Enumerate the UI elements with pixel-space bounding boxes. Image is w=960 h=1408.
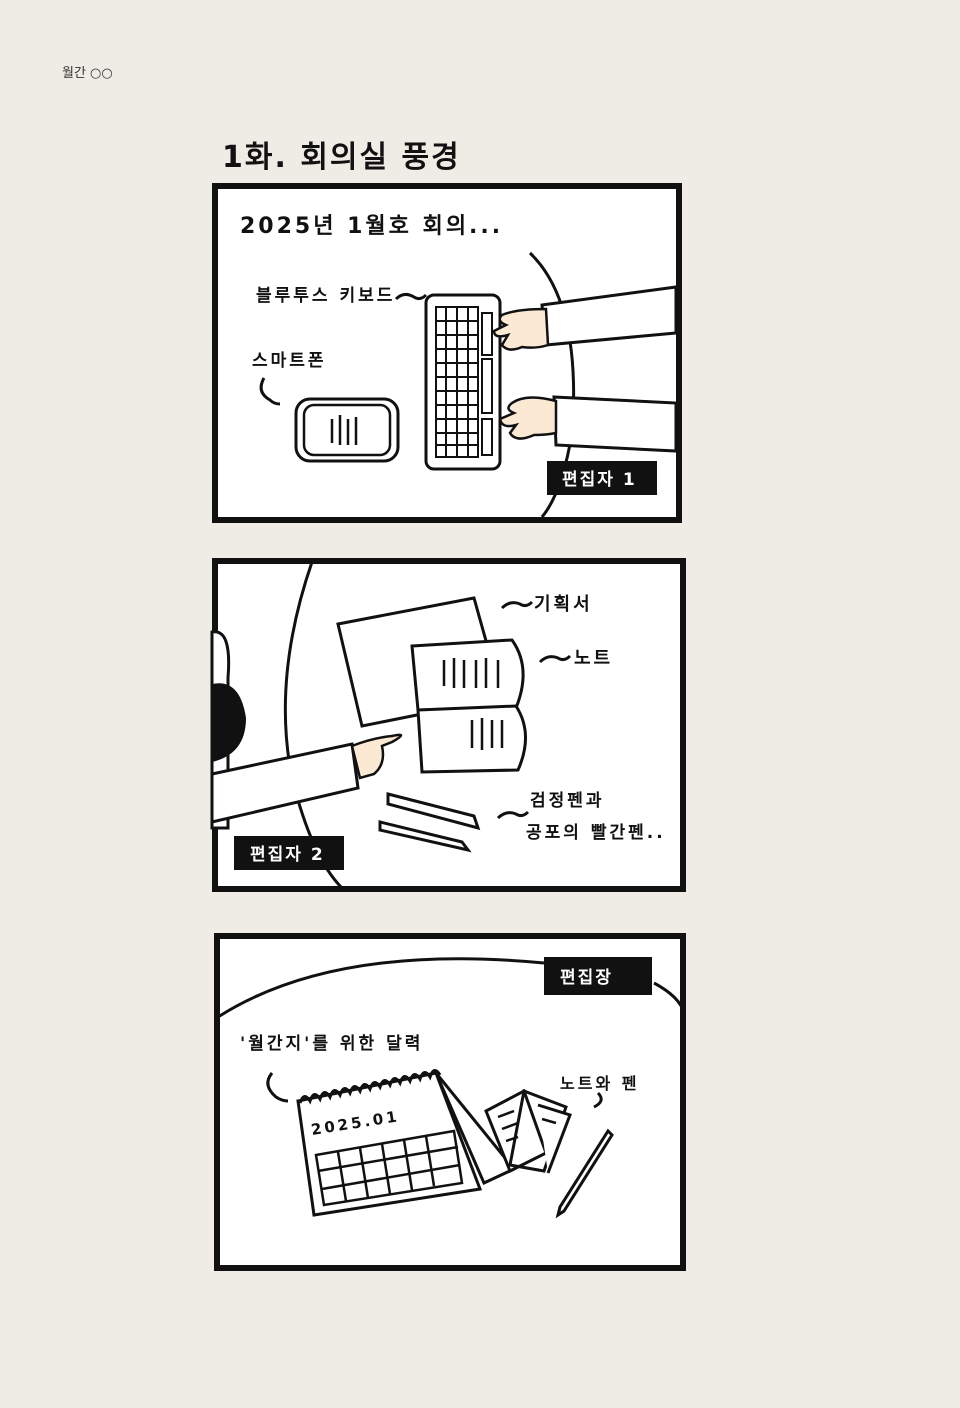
note-label: 노트 <box>574 648 613 669</box>
character-tag <box>547 461 657 495</box>
editor-2-head <box>212 683 246 762</box>
proposal-label: 기획서 <box>534 594 593 615</box>
arrow-icon <box>394 292 428 301</box>
calendar-drawing: 2025.01 <box>296 1069 517 1217</box>
arrow-icon <box>496 810 530 820</box>
arrow-icon <box>593 1091 603 1109</box>
table-edge <box>217 957 686 1019</box>
editor-1-arms <box>492 285 678 453</box>
panel-caption: 2025년 1월호 회의... <box>240 214 503 239</box>
pen-drawing <box>555 1128 614 1219</box>
keyboard-drawing <box>424 293 502 471</box>
editor-2-arm <box>210 733 403 824</box>
arrow-icon <box>266 1072 289 1103</box>
magazine-header: 월간 ○○ <box>62 66 113 81</box>
character-tag <box>544 957 652 995</box>
smartphone-drawing <box>294 397 400 463</box>
note-drawing <box>484 1088 572 1174</box>
character-tag <box>234 836 344 870</box>
keyboard-label: 블루투스 키보드 <box>256 286 395 306</box>
arrow-icon <box>259 377 281 406</box>
character-tag-label: 편집자 2 <box>250 845 325 865</box>
pens-drawing <box>378 792 481 853</box>
character-tag-label: 편집장 <box>560 968 613 988</box>
pens-label-line2: 공포의 빨간펜.. <box>526 823 666 843</box>
arrow-icon <box>500 600 534 610</box>
arrow-icon <box>538 654 572 664</box>
character-tag-label: 편집자 1 <box>562 470 637 490</box>
episode-title: 1화. 회의실 풍경 <box>222 140 461 175</box>
note-pen-label: 노트와 펜 <box>560 1074 639 1093</box>
panel-3: 편집장 '월간지'를 위한 달력 노트와 펜 2025.01 <box>214 933 686 1271</box>
calendar-label: '월간지'를 위한 달력 <box>240 1033 423 1054</box>
panel-1: 2025년 1월호 회의... 블루투스 키보드 스마트폰 편집자 1 <box>212 183 682 523</box>
panel-2: 기획서 노트 검정펜과 공포의 빨간펜.. 편집자 2 <box>210 558 686 892</box>
notebook-drawing <box>410 638 528 774</box>
pens-label-line1: 검정펜과 <box>530 791 605 811</box>
phone-label: 스마트폰 <box>252 351 327 371</box>
